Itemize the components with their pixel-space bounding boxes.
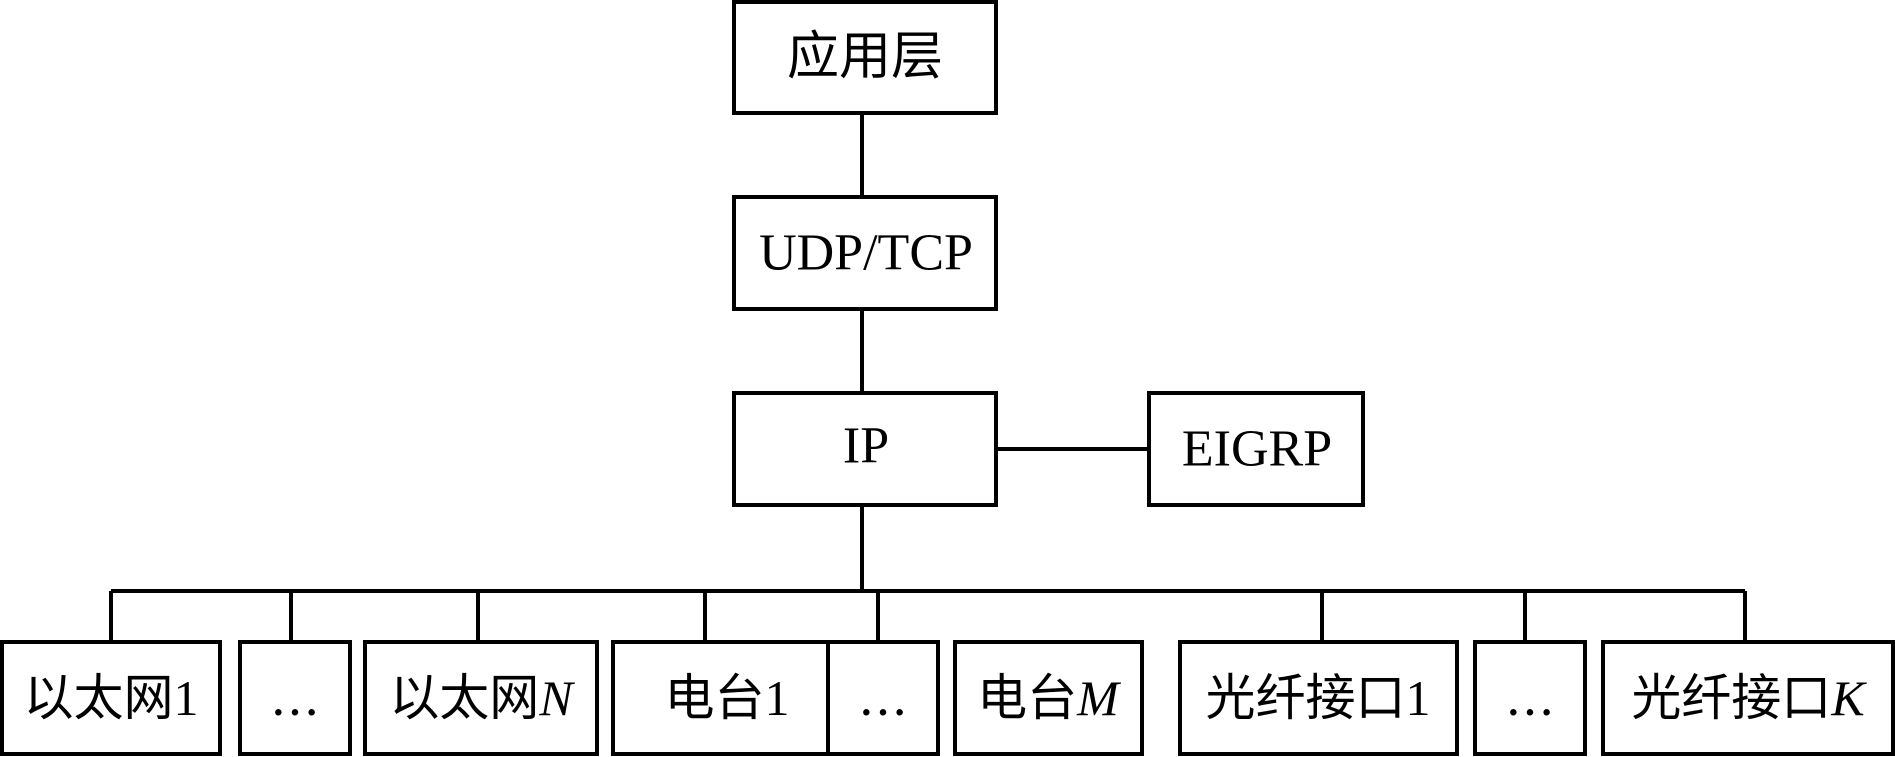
interface-index: 1 bbox=[765, 670, 790, 726]
interface-label: 光纤接口K bbox=[1631, 669, 1867, 727]
interface-index: K bbox=[1830, 670, 1867, 726]
interface-box bbox=[238, 640, 352, 756]
interface-box bbox=[953, 640, 1144, 756]
interface-fiber-k: 光纤接口K bbox=[1601, 640, 1895, 756]
transport-layer-node: UDP/TCP bbox=[732, 195, 998, 311]
interface-name: 以太网 bbox=[389, 669, 539, 727]
interface-label: 以太网N bbox=[389, 669, 575, 727]
interface-fiber-1: 光纤接口1 bbox=[1178, 640, 1459, 756]
transport-layer-label: UDP/TCP bbox=[759, 225, 973, 282]
interface-box bbox=[1178, 640, 1459, 756]
ip-layer-label: IP bbox=[843, 418, 889, 475]
ellipsis-label: … bbox=[270, 669, 320, 727]
application-layer-label: 应用层 bbox=[787, 27, 943, 87]
ip-layer-node: IP bbox=[732, 391, 998, 507]
eigrp-label: EIGRP bbox=[1182, 421, 1332, 478]
interface-ethernet-n: 以太网N bbox=[363, 640, 599, 756]
interface-ellipsis-fiber: … bbox=[1473, 640, 1587, 756]
interface-index: 1 bbox=[174, 670, 199, 726]
interface-name: 以太网 bbox=[24, 669, 174, 727]
interface-index: M bbox=[1076, 670, 1121, 726]
interface-radio-m: 电台M bbox=[953, 640, 1144, 756]
interface-box bbox=[1601, 640, 1895, 756]
interface-ethernet-1: 以太网1 bbox=[0, 640, 222, 756]
interface-label: 电台1 bbox=[665, 669, 790, 727]
interface-box bbox=[1473, 640, 1587, 756]
interface-index: N bbox=[538, 670, 575, 726]
ellipsis-label: … bbox=[1505, 669, 1555, 727]
interface-row: 以太网1 … 以太网N 电台1 … 电台M bbox=[0, 640, 1895, 756]
interface-label: 以太网1 bbox=[24, 669, 199, 727]
interface-label: 光纤接口1 bbox=[1206, 669, 1431, 727]
interface-name: 电台 bbox=[977, 669, 1077, 727]
interface-index: 1 bbox=[1406, 670, 1431, 726]
interface-radio-1: 电台1 bbox=[611, 640, 843, 756]
application-layer-node: 应用层 bbox=[732, 0, 998, 115]
interface-box bbox=[826, 640, 940, 756]
interface-name: 光纤接口 bbox=[1206, 669, 1406, 727]
ellipsis-label: … bbox=[858, 669, 908, 727]
interface-name: 电台 bbox=[665, 669, 765, 727]
eigrp-node: EIGRP bbox=[1147, 391, 1365, 507]
interface-name: 光纤接口 bbox=[1631, 669, 1831, 727]
transport-layer-box bbox=[732, 195, 998, 311]
interface-label: 电台M bbox=[977, 669, 1121, 727]
interface-box bbox=[363, 640, 599, 756]
eigrp-box bbox=[1147, 391, 1365, 507]
application-layer-box bbox=[732, 0, 998, 115]
interface-box bbox=[0, 640, 222, 756]
interface-ellipsis-radio: … bbox=[826, 640, 940, 756]
interface-ellipsis-ethernet: … bbox=[238, 640, 352, 756]
connectors bbox=[109, 113, 1747, 642]
ip-layer-box bbox=[732, 391, 998, 507]
